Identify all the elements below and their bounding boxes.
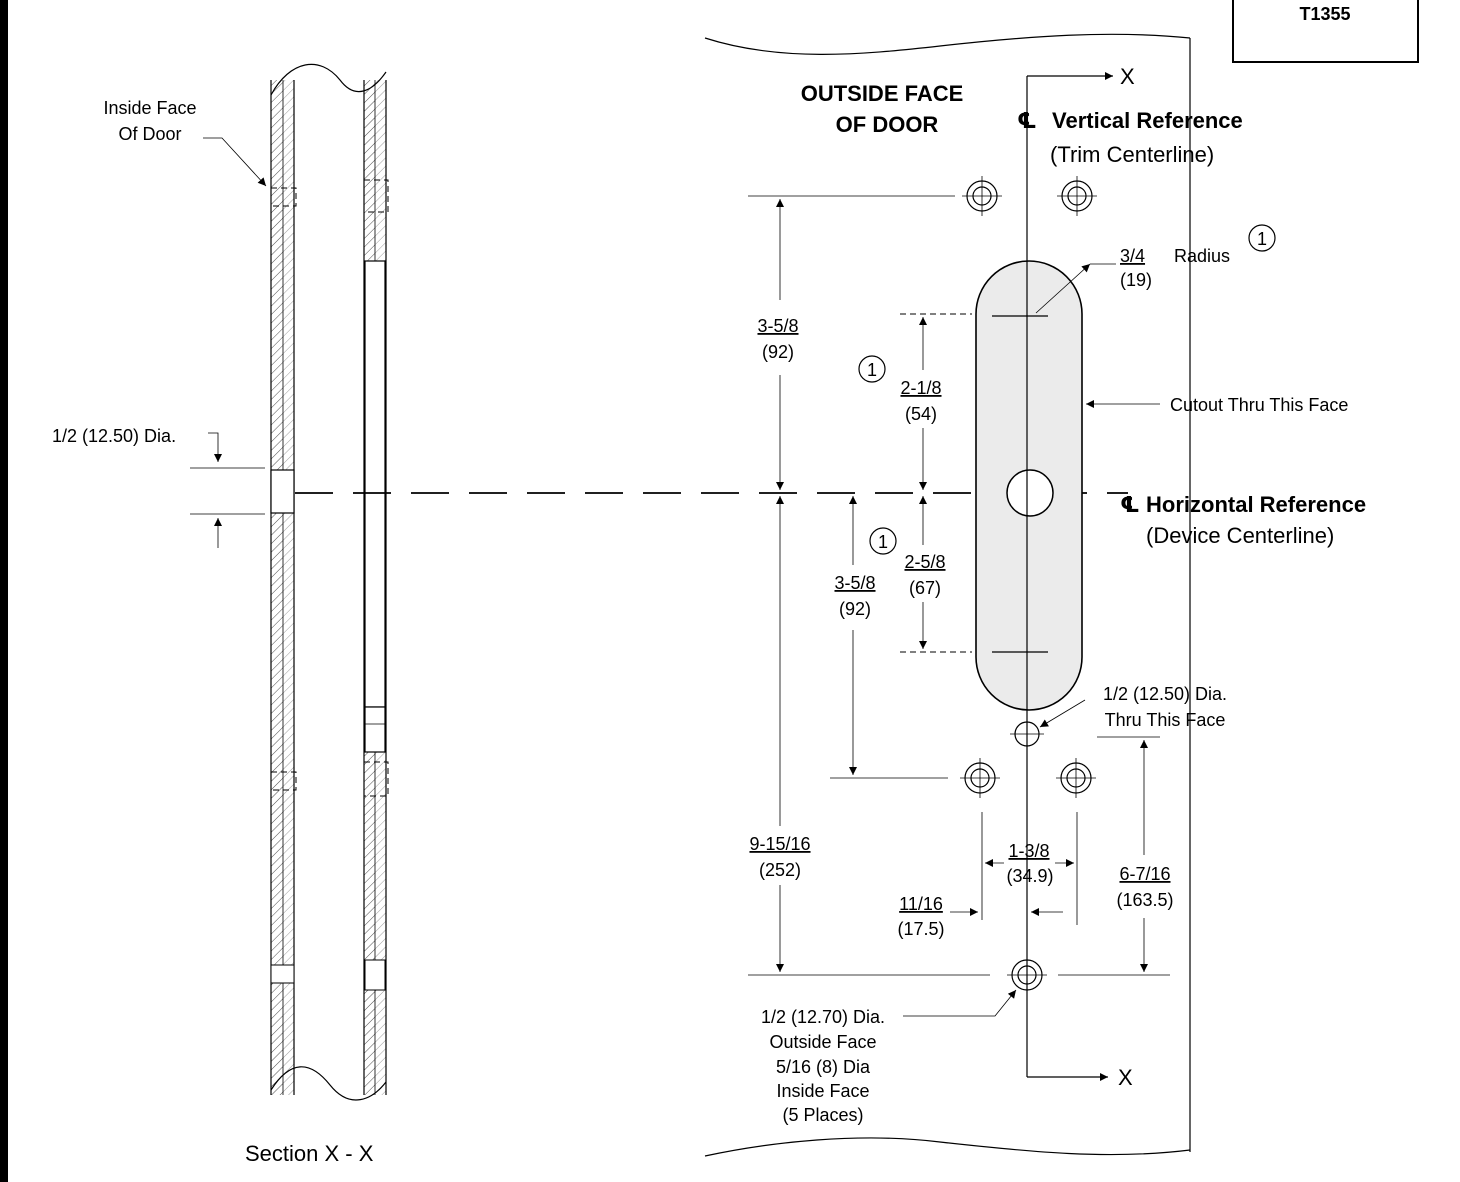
mounting-hole <box>960 758 1000 798</box>
left-hole-dimension: 1/2 (12.50) Dia. <box>52 426 265 548</box>
mounting-hole <box>1056 758 1096 798</box>
svg-text:1/2 (12.50) Dia.: 1/2 (12.50) Dia. <box>1103 684 1227 704</box>
svg-text:OUTSIDE FACE: OUTSIDE FACE <box>801 81 964 106</box>
centerline-symbol-icon: ℄ <box>1017 108 1037 133</box>
svg-text:1: 1 <box>1257 229 1267 249</box>
svg-text:6-7/16: 6-7/16 <box>1119 864 1170 884</box>
svg-text:11/16: 11/16 <box>899 894 943 914</box>
svg-text:3/4: 3/4 <box>1120 246 1145 266</box>
radius-callout: 3/4 (19) Radius 1 <box>1035 224 1276 314</box>
mounting-hole <box>1007 955 1047 995</box>
svg-text:1/2 (12.70) Dia.: 1/2 (12.70) Dia. <box>761 1007 885 1027</box>
dim-total-9-15-16: 9-15/16 (252) <box>749 496 811 972</box>
svg-text:(252): (252) <box>759 860 801 880</box>
svg-text:Cutout Thru This Face: Cutout Thru This Face <box>1170 395 1348 415</box>
svg-text:2-1/8: 2-1/8 <box>900 378 941 398</box>
svg-text:(5 Places): (5 Places) <box>782 1105 863 1125</box>
svg-text:(54): (54) <box>905 404 937 424</box>
section-caption: Section X - X <box>245 1141 374 1166</box>
svg-text:(34.9): (34.9) <box>1006 866 1053 886</box>
page-border-left <box>0 0 8 1182</box>
dim-offset-11-16: 11/16 (17.5) <box>897 894 1063 939</box>
dim-lower-3-5-8: 3-5/8 (92) <box>834 496 876 775</box>
svg-text:(67): (67) <box>909 578 941 598</box>
inside-face-callout: Inside Face Of Door <box>103 98 267 187</box>
svg-text:Of Door: Of Door <box>118 124 181 144</box>
dim-height-6-7-16: 6-7/16 (163.5) <box>1116 740 1174 972</box>
svg-text:Inside Face: Inside Face <box>103 98 196 118</box>
small-thru-hole <box>1010 721 1044 747</box>
section-marker-top: X <box>1120 64 1135 89</box>
svg-text:(92): (92) <box>839 599 871 619</box>
title-block: T1355 <box>1232 0 1419 63</box>
mounting-hole <box>1057 176 1097 216</box>
outside-face-heading: OUTSIDE FACE OF DOOR <box>801 81 964 137</box>
door-outline <box>704 33 1191 1157</box>
small-hole-callout: 1/2 (12.50) Dia. Thru This Face <box>1039 684 1227 730</box>
svg-text:3-5/8: 3-5/8 <box>834 573 875 593</box>
svg-text:Vertical Reference: Vertical Reference <box>1052 108 1243 133</box>
vertical-reference-heading: ℄ Vertical Reference (Trim Centerline) <box>1017 108 1243 167</box>
svg-text:Radius: Radius <box>1174 246 1230 266</box>
svg-text:9-15/16: 9-15/16 <box>749 834 810 854</box>
svg-text:5/16 (8) Dia: 5/16 (8) Dia <box>776 1057 871 1077</box>
svg-text:(163.5): (163.5) <box>1116 890 1173 910</box>
svg-text:1-3/8: 1-3/8 <box>1008 841 1049 861</box>
horizontal-reference-heading: ℄ Horizontal Reference (Device Centerlin… <box>1120 492 1366 548</box>
dim-upper-3-5-8: 3-5/8 (92) <box>757 199 799 490</box>
dim-upper-2-1-8: 1 2-1/8 (54) <box>858 317 942 490</box>
cutout-callout: Cutout Thru This Face <box>1086 395 1348 415</box>
extension-lines <box>748 195 1170 976</box>
svg-text:(19): (19) <box>1120 270 1152 290</box>
section-marker-bottom: X <box>1118 1065 1133 1090</box>
svg-text:Horizontal Reference: Horizontal Reference <box>1146 492 1366 517</box>
svg-text:Outside Face: Outside Face <box>769 1032 876 1052</box>
cutout-slot <box>975 260 1083 711</box>
svg-text:1: 1 <box>867 360 877 380</box>
svg-text:(92): (92) <box>762 342 794 362</box>
svg-text:OF DOOR: OF DOOR <box>836 112 939 137</box>
svg-text:3-5/8: 3-5/8 <box>757 316 798 336</box>
svg-text:1: 1 <box>878 532 888 552</box>
bottom-hole-callout: 1/2 (12.70) Dia. Outside Face 5/16 (8) D… <box>761 989 1017 1125</box>
section-view <box>270 63 389 1101</box>
svg-text:(Device Centerline): (Device Centerline) <box>1146 523 1334 548</box>
svg-text:Thru This Face: Thru This Face <box>1105 710 1226 730</box>
svg-text:2-5/8: 2-5/8 <box>904 552 945 572</box>
svg-text:(17.5): (17.5) <box>897 919 944 939</box>
mounting-holes <box>960 176 1097 995</box>
dim-lower-2-5-8: 1 2-5/8 (67) <box>869 496 946 649</box>
svg-text:(Trim Centerline): (Trim Centerline) <box>1050 142 1214 167</box>
dim-spacing-1-3-8: 1-3/8 (34.9) <box>985 841 1074 886</box>
svg-text:1/2 (12.50) Dia.: 1/2 (12.50) Dia. <box>52 426 176 446</box>
mounting-hole <box>962 176 1002 216</box>
svg-text:Inside Face: Inside Face <box>776 1081 869 1101</box>
drawing-number: T1355 <box>1299 4 1350 24</box>
centerline-symbol-icon: ℄ <box>1120 492 1140 517</box>
